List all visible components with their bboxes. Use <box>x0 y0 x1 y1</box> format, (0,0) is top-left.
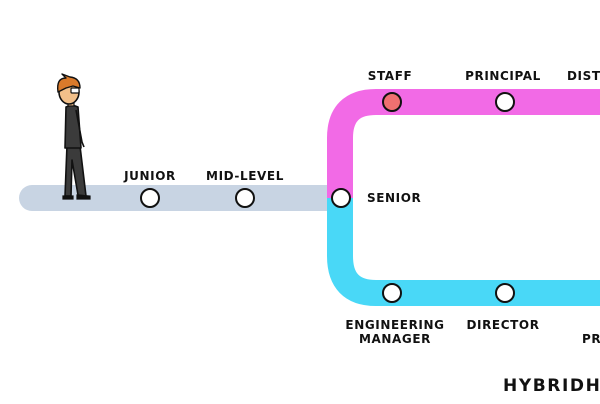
label-staff: STAFF <box>367 69 413 83</box>
station-engineering-manager <box>382 283 402 303</box>
person-shoe <box>76 194 91 200</box>
walking-person-illustration <box>56 73 91 200</box>
label-distinguished-partial: DISTI <box>567 69 600 83</box>
management-track <box>327 198 600 306</box>
brand-watermark: HYBRIDHA <box>503 376 600 396</box>
ic-track <box>327 89 600 198</box>
person-shoe <box>62 195 74 200</box>
glasses-icon <box>70 87 80 94</box>
station-junior <box>140 188 160 208</box>
station-senior <box>331 188 351 208</box>
person-hair <box>56 73 81 93</box>
label-mid-level: MID-LEVEL <box>206 169 284 183</box>
label-director: DIRECTOR <box>466 318 540 332</box>
station-principal <box>495 92 515 112</box>
person-arm <box>75 109 85 148</box>
station-staff <box>382 92 402 112</box>
label-principal: PRINCIPAL <box>465 69 541 83</box>
label-engineering-manager-line1: ENGINEERING <box>345 318 445 332</box>
label-junior: JUNIOR <box>124 169 176 183</box>
station-mid-level <box>235 188 255 208</box>
label-partial-lower-right: PRE <box>582 332 600 346</box>
label-engineering-manager-line2: MANAGER <box>358 332 432 346</box>
label-engineering-manager: ENGINEERING MANAGER <box>345 318 444 346</box>
station-director <box>495 283 515 303</box>
label-senior: SENIOR <box>367 191 422 205</box>
